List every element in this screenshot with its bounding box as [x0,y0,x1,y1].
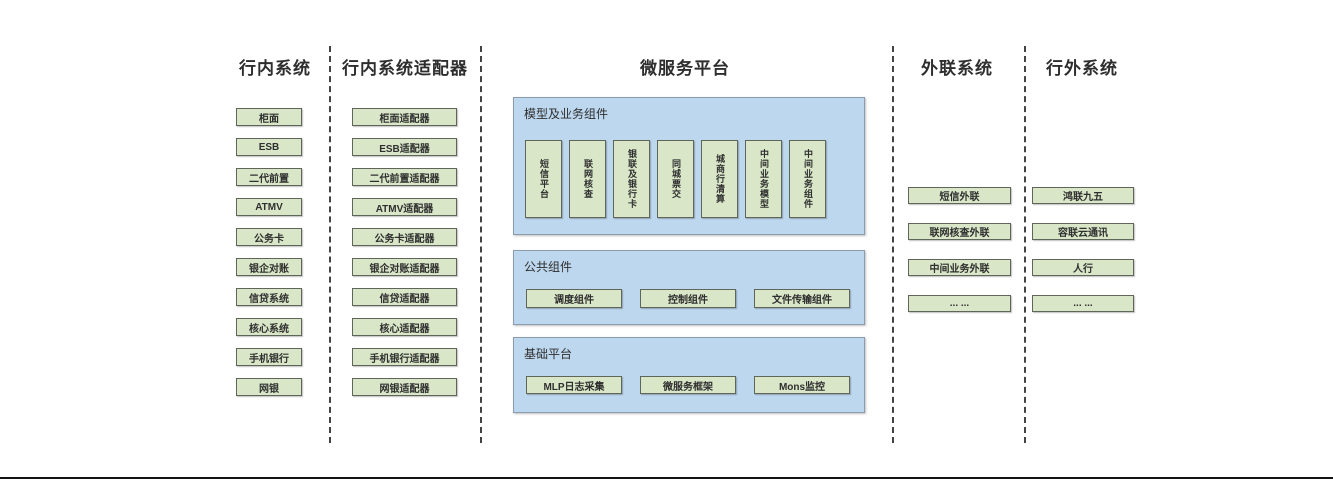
adapter-box: ATMV适配器 [352,198,457,216]
component-box: 联网核查 [569,140,606,218]
lane-divider [329,46,331,443]
system-box: ... ... [908,295,1011,312]
system-box: 鸿联九五 [1032,187,1134,204]
system-box: 短信外联 [908,187,1011,204]
adapter-box: 手机银行适配器 [352,348,457,366]
adapter-box: 信贷适配器 [352,288,457,306]
base-platform-panel: 基础平台 MLP日志采集微服务框架 Mons监控 [513,337,865,413]
adapter-box: 柜面适配器 [352,108,457,126]
lane-divider [892,46,894,443]
component-label: 短信平台 [539,159,549,199]
system-box: 联网核查外联 [908,223,1011,240]
component-box: 调度组件 [526,289,622,308]
system-box: 网银 [236,378,302,396]
system-box: 二代前置 [236,168,302,186]
system-box: 柜面 [236,108,302,126]
outreach-systems-column: 短信外联联网核查外联中间业务外联 ... ... [908,187,1011,312]
lane-title-microservice-platform: 微服务平台 [640,59,730,78]
system-box: 手机银行 [236,348,302,366]
system-box: 公务卡 [236,228,302,246]
component-box: 中间业务组件 [789,140,826,218]
component-label: 同城票交 [671,159,681,199]
common-components-panel: 公共组件 调度组件控制组件文件传输组件 [513,250,865,325]
system-box: 信贷系统 [236,288,302,306]
component-label: 银联及银行卡 [627,149,637,209]
component-box: MLP日志采集 [526,376,622,394]
system-box: 容联云通讯 [1032,223,1134,240]
component-box: 中间业务模型 [745,140,782,218]
component-box: 短信平台 [525,140,562,218]
system-box: ESB [236,138,302,156]
system-box: ... ... [1032,295,1134,312]
component-box: 同城票交 [657,140,694,218]
system-box: 核心系统 [236,318,302,336]
external-systems-column: 鸿联九五容联云通讯人行 ... ... [1032,187,1134,312]
component-box: 文件传输组件 [754,289,850,308]
adapter-box: 公务卡适配器 [352,228,457,246]
model-and-business-components-panel: 模型及业务组件 短信平台 联网核查 银联及银行卡 同城票交 城商行清算 中间业务… [513,97,865,235]
lane-title-internal-systems: 行内系统 [239,59,311,78]
internal-adapters-column: 柜面适配器 ESB适配器二代前置适配器 ATMV适配器公务卡适配器银企对账适配器信贷… [352,108,457,396]
common-components-row: 调度组件控制组件文件传输组件 [526,289,850,308]
component-box: Mons监控 [754,376,850,394]
lane-divider [480,46,482,443]
component-box: 微服务框架 [640,376,736,394]
component-label: 联网核查 [583,159,593,199]
component-box: 城商行清算 [701,140,738,218]
system-box: 人行 [1032,259,1134,276]
lane-divider [1024,46,1026,443]
lane-title-external-systems: 行外系统 [1046,59,1118,78]
panel-title: 基础平台 [524,347,573,361]
system-box: 银企对账 [236,258,302,276]
component-label: 中间业务组件 [803,149,813,209]
internal-systems-column: 柜面 ESB 二代前置 ATMV 公务卡银企对账信贷系统核心系统手机银行网银 [236,108,302,396]
lane-title-internal-adapters: 行内系统适配器 [342,59,468,78]
lane-title-outreach-systems: 外联系统 [921,59,993,78]
panel-title: 公共组件 [524,260,573,274]
system-box: ATMV [236,198,302,216]
adapter-box: 二代前置适配器 [352,168,457,186]
adapter-box: 银企对账适配器 [352,258,457,276]
component-box: 银联及银行卡 [613,140,650,218]
component-label: 中间业务模型 [759,149,769,209]
component-label: 城商行清算 [715,154,725,204]
adapter-box: ESB适配器 [352,138,457,156]
bottom-rule [0,477,1333,479]
model-components-row: 短信平台 联网核查 银联及银行卡 同城票交 城商行清算 中间业务模型 中间业务组… [525,140,826,218]
component-box: 控制组件 [640,289,736,308]
adapter-box: 核心适配器 [352,318,457,336]
base-platform-row: MLP日志采集微服务框架 Mons监控 [526,376,850,394]
panel-title: 模型及业务组件 [524,107,609,121]
adapter-box: 网银适配器 [352,378,457,396]
system-box: 中间业务外联 [908,259,1011,276]
